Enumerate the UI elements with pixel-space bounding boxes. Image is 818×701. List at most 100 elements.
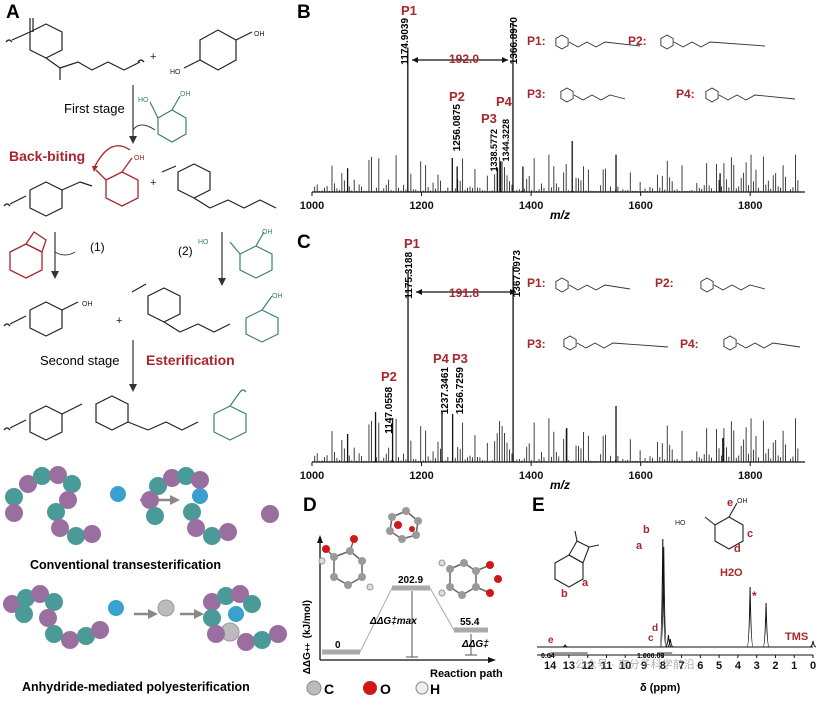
e-label-b-anhydride: b bbox=[561, 588, 568, 600]
svg-text:OH: OH bbox=[82, 301, 93, 308]
d-legend-o: O bbox=[380, 681, 391, 697]
e-peak-water: H2O bbox=[720, 567, 743, 579]
nmr-peak bbox=[660, 546, 668, 648]
b-p4-label: P4 bbox=[496, 94, 512, 109]
step-1-label: (1) bbox=[90, 240, 105, 254]
e-peak-b: b bbox=[643, 524, 650, 536]
e-label-d-acid: d bbox=[734, 543, 741, 555]
c-p4-value: 1237.3461 bbox=[440, 367, 451, 415]
e-watermark: 公众号 · 高分子科学前沿 bbox=[575, 659, 695, 671]
b-legend-p4: P4: bbox=[676, 87, 695, 101]
structure-sketch bbox=[555, 34, 641, 50]
nmr-peak bbox=[809, 640, 817, 648]
b-p1-value: 1174.9039 bbox=[400, 18, 411, 65]
structure-sketch bbox=[700, 277, 766, 293]
tick-label: 1 bbox=[791, 660, 797, 672]
d-xlabel: Reaction path bbox=[430, 668, 503, 680]
tick-label: 4 bbox=[735, 660, 742, 672]
b-legend-p3: P3: bbox=[527, 87, 546, 101]
tick-label: 2 bbox=[772, 660, 778, 672]
d-value-ts: 202.9 bbox=[398, 575, 424, 586]
panel-label-b: B bbox=[297, 2, 311, 23]
structure-sketch bbox=[660, 34, 766, 50]
d-ddg: ΔΔG‡ bbox=[462, 639, 489, 650]
second-stage-label: Second stage bbox=[40, 353, 120, 368]
tick-label: 0 bbox=[810, 660, 816, 672]
c-diff-label: 191.8 bbox=[449, 286, 480, 300]
conventional-transesterification-label: Conventional transesterification bbox=[30, 558, 222, 572]
structure-sketch bbox=[560, 87, 626, 103]
tick-label: 11 bbox=[601, 660, 613, 672]
e-peak-e: e bbox=[548, 635, 554, 646]
tick-label: 1000 bbox=[300, 200, 324, 212]
back-biting-label: Back-biting bbox=[9, 148, 86, 164]
anhydride-polyesterification-label: Anhydride-mediated polyesterification bbox=[22, 680, 250, 694]
c-p1-label: P1 bbox=[404, 236, 420, 251]
tick-label: 9 bbox=[641, 660, 647, 672]
tick-label: 14 bbox=[544, 660, 557, 672]
e-peak-a: a bbox=[636, 540, 643, 552]
tick-label: 1200 bbox=[409, 200, 433, 212]
b-xlabel: m/z bbox=[550, 208, 571, 222]
svg-text:+: + bbox=[150, 51, 156, 63]
svg-text:OH: OH bbox=[262, 229, 273, 236]
tick-label: 3 bbox=[754, 660, 760, 672]
c-p3-value: 1256.7259 bbox=[455, 367, 466, 415]
tick-label: 1800 bbox=[738, 200, 762, 212]
d-value-product: 55.4 bbox=[460, 617, 480, 628]
e-xlabel: δ (ppm) bbox=[640, 682, 681, 694]
c-legend-p4: P4: bbox=[680, 337, 699, 351]
e-peak-tms: TMS bbox=[785, 631, 809, 643]
c-p1-value: 1175.3188 bbox=[404, 252, 415, 299]
b-legend-p2: P2: bbox=[628, 34, 647, 48]
svg-text:OH: OH bbox=[272, 293, 283, 300]
c-p3-label: P3 bbox=[452, 351, 468, 366]
energy-diagram-d bbox=[306, 507, 502, 696]
c-p4-label: P4 bbox=[433, 351, 449, 366]
nmr-peak bbox=[762, 602, 770, 648]
arrow-head bbox=[412, 57, 418, 63]
e-peak-c: c bbox=[648, 633, 654, 644]
panel-label-d: D bbox=[303, 495, 317, 516]
tick-label: 1400 bbox=[519, 200, 543, 212]
nmr-peak bbox=[667, 638, 674, 648]
b-legend-p1: P1: bbox=[527, 34, 546, 48]
step-2-label: (2) bbox=[178, 244, 193, 258]
c-legend-p2: P2: bbox=[655, 276, 674, 290]
tick-label: 1600 bbox=[628, 470, 652, 482]
d-legend-c: C bbox=[324, 681, 335, 697]
svg-text:+: + bbox=[116, 315, 122, 327]
e-peak-d: d bbox=[652, 623, 659, 634]
b-p2-label: P2 bbox=[449, 89, 465, 104]
b-p3-label: P3 bbox=[481, 111, 497, 126]
e-integral-1: 0.04 bbox=[541, 653, 555, 660]
arrow-head bbox=[416, 289, 422, 295]
svg-text:HO: HO bbox=[198, 239, 209, 246]
e-integral-2: 1.000.08 bbox=[637, 653, 665, 660]
nmr-peak bbox=[665, 634, 672, 648]
svg-text:HO: HO bbox=[675, 520, 686, 527]
panel-label-a: A bbox=[6, 2, 20, 23]
scheme-a-structures: + OH HO HO OH OH + bbox=[3, 18, 287, 651]
b-p2-value: 1256.0875 bbox=[452, 104, 463, 152]
svg-text:OH: OH bbox=[254, 31, 265, 38]
d-value-0: 0 bbox=[335, 640, 341, 651]
svg-text:OH: OH bbox=[134, 155, 145, 162]
e-label-e-acid: e bbox=[727, 497, 734, 509]
c-legend-p3: P3: bbox=[527, 337, 546, 351]
structure-sketch bbox=[563, 335, 669, 351]
nmr-peak bbox=[746, 586, 754, 648]
svg-text:OH: OH bbox=[180, 91, 191, 98]
tick-label: 1600 bbox=[628, 200, 652, 212]
arrow-head bbox=[502, 57, 508, 63]
e-peak-star: * bbox=[752, 589, 757, 603]
d-ddg-max: ΔΔG‡max bbox=[370, 616, 417, 627]
mass-spectrum-b: 1000 1200 1400 1600 1800 bbox=[300, 22, 805, 212]
svg-text:OH: OH bbox=[737, 498, 748, 505]
b-p1-label: P1 bbox=[401, 3, 417, 18]
d-legend-h: H bbox=[430, 681, 441, 697]
tick-label: 1000 bbox=[300, 470, 324, 482]
c-p2-label: P2 bbox=[381, 369, 397, 384]
tick-label: 7 bbox=[679, 660, 685, 672]
